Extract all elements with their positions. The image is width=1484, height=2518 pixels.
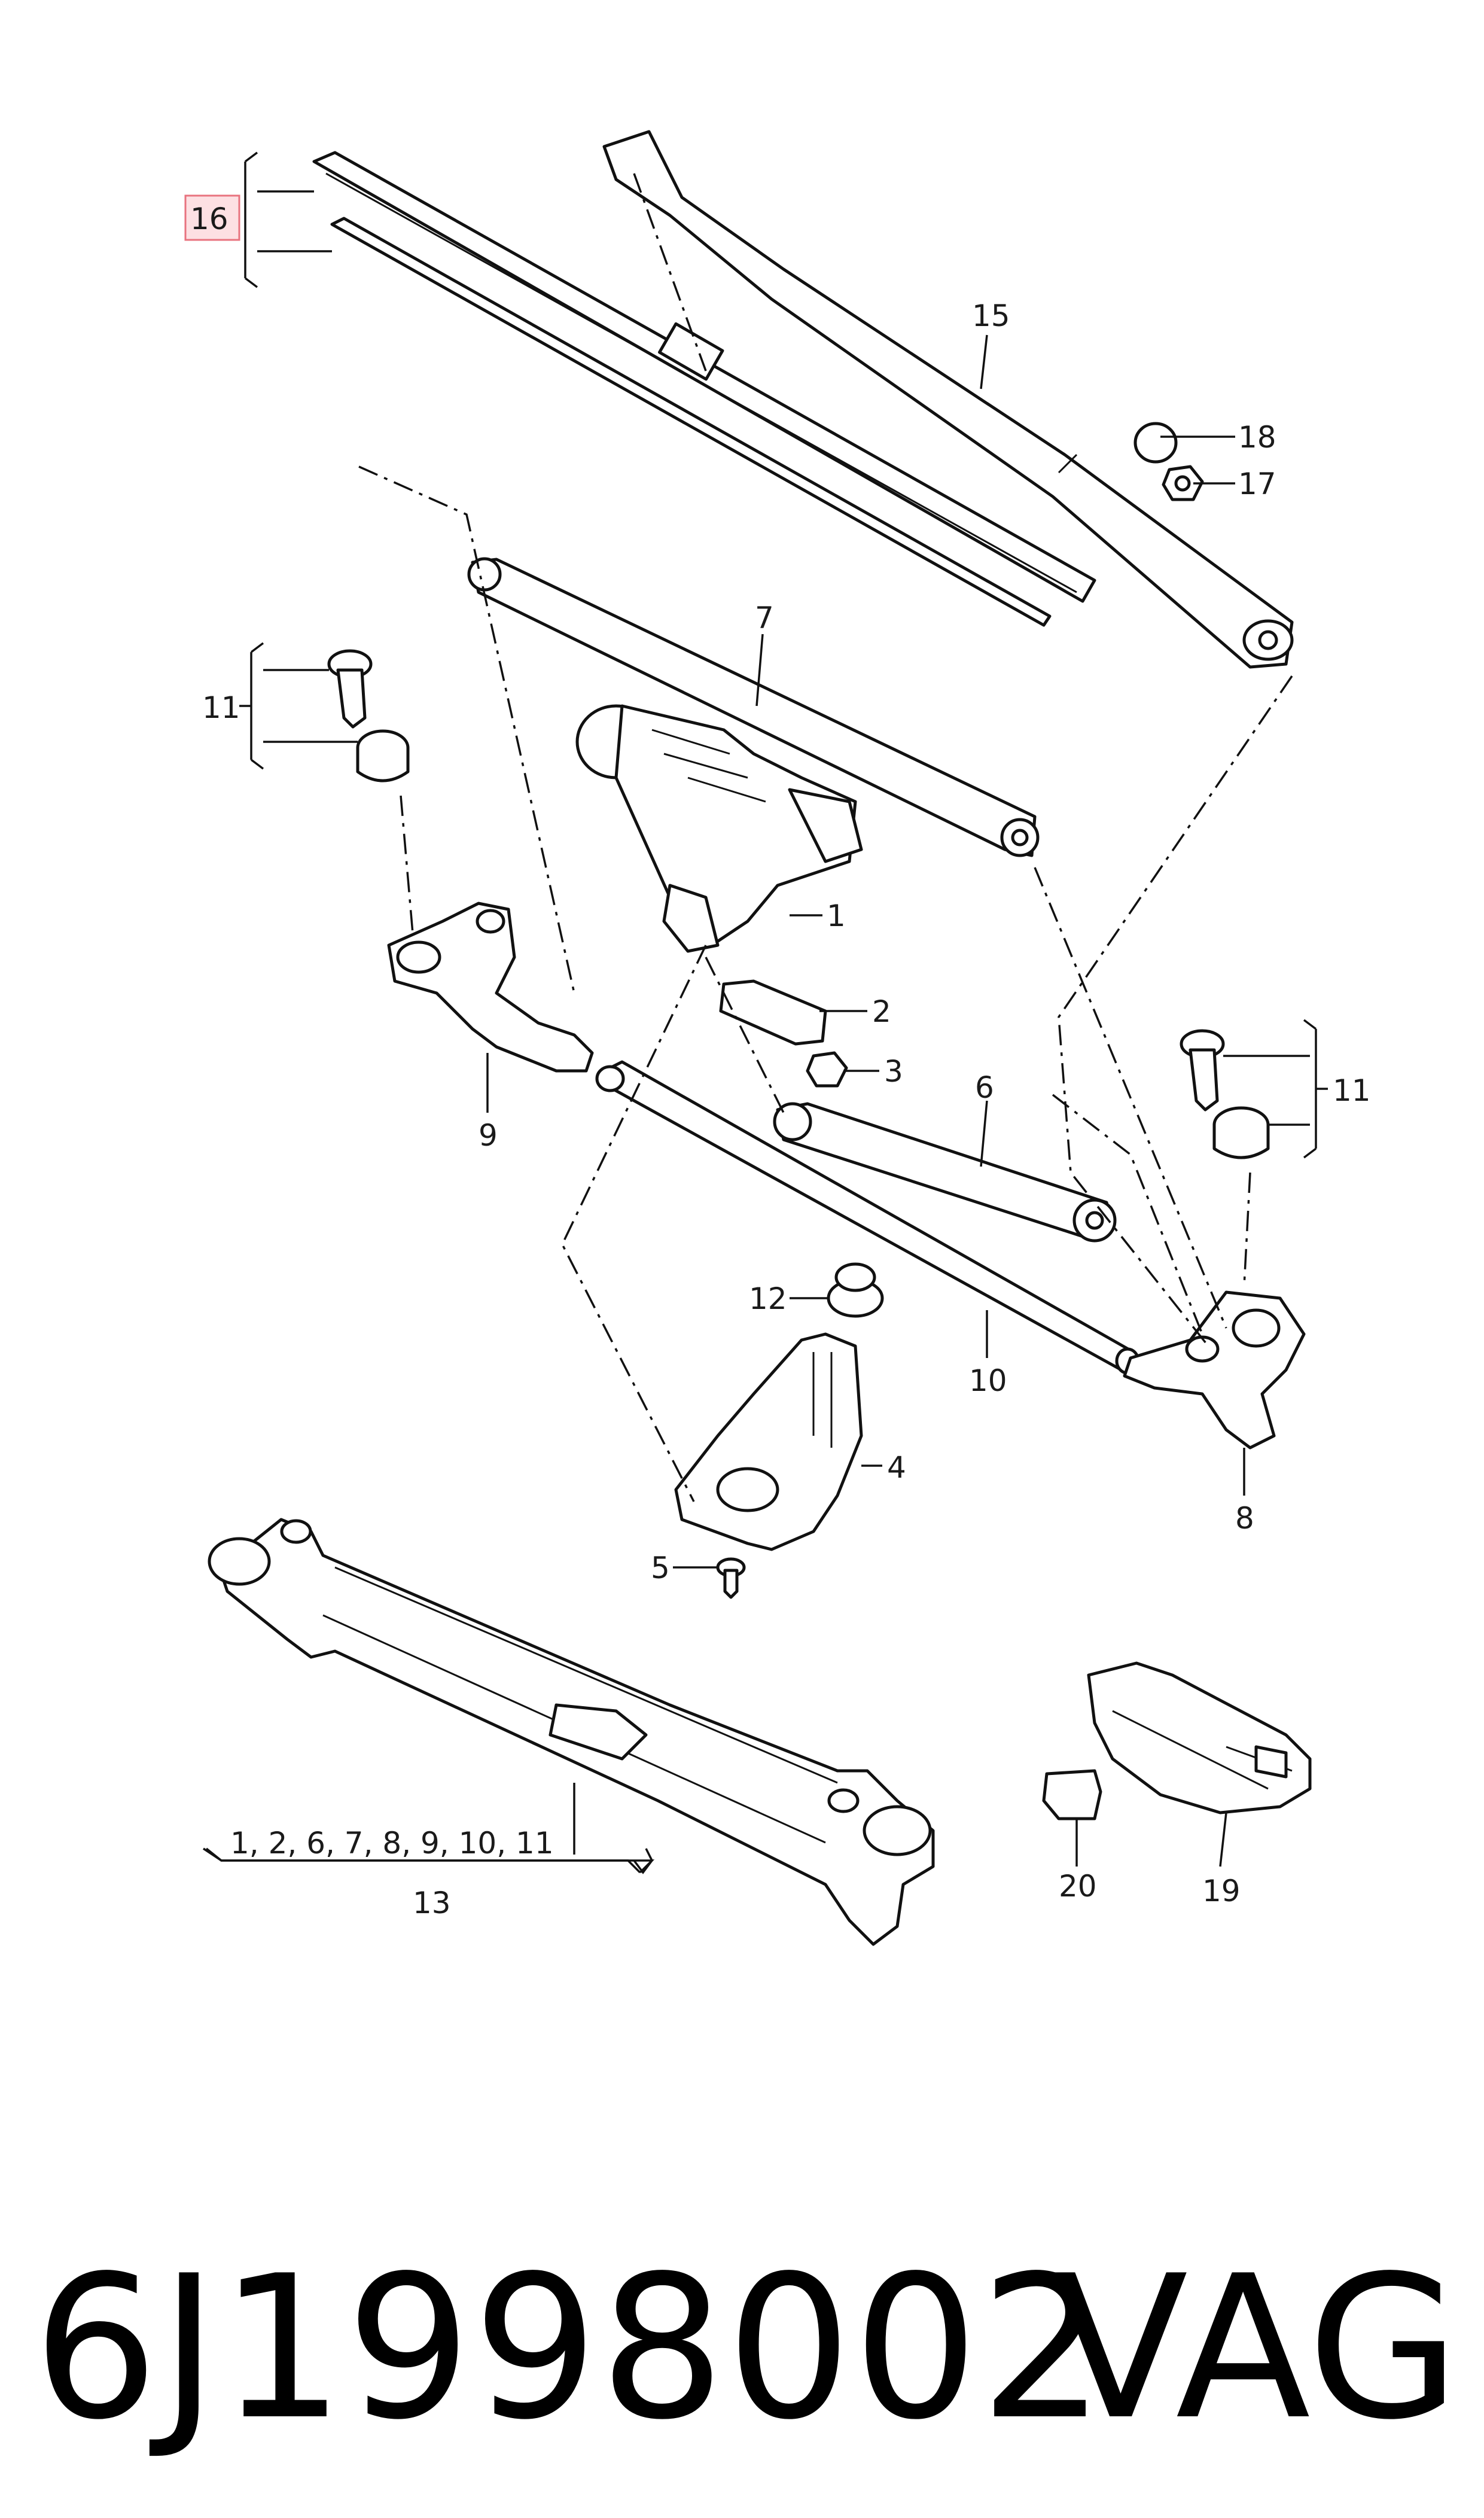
screw-5 (716, 1557, 746, 1599)
callout-9: 9 (479, 1118, 498, 1153)
brand-name: VAG (1053, 2233, 1460, 2463)
wiper-blade (312, 151, 1096, 627)
bracket-4 (674, 1332, 863, 1551)
callout-17: 17 (1238, 467, 1276, 501)
callout-16: 16 (190, 202, 228, 236)
wiper-frame-13 (208, 1518, 935, 1946)
pivot-9 (387, 902, 594, 1073)
callout-labels: 16 15 18 17 7 11 1 2 3 6 11 9 12 10 4 8 … (184, 194, 1371, 1920)
bracket-2 (719, 979, 827, 1046)
callout-20: 20 (1059, 1869, 1097, 1904)
leader-lines (203, 151, 1328, 1874)
callout-6: 6 (975, 1070, 994, 1105)
callout-13: 13 (413, 1886, 451, 1920)
callout-13-list: 1, 2, 6, 7, 8, 9, 10, 11 (230, 1826, 554, 1861)
pivot-8 (1123, 1290, 1306, 1450)
wiper-assembly-diagram: 16 15 18 17 7 11 1 2 3 6 11 9 12 10 4 8 … (184, 130, 1371, 1946)
bolt-11-left (327, 649, 373, 729)
highlight-box-16 (184, 194, 240, 241)
cap-18 (1133, 422, 1178, 464)
callout-2: 2 (872, 994, 891, 1029)
assembly-lines (358, 173, 1293, 1502)
nut-3 (806, 1051, 848, 1088)
bolt-11-right (1180, 1029, 1225, 1112)
callout-15: 15 (972, 299, 1010, 333)
nut-17 (1162, 465, 1204, 501)
callout-4: 4 (887, 1450, 906, 1485)
callout-12: 12 (749, 1281, 787, 1316)
callout-19: 19 (1202, 1874, 1241, 1908)
callout-8: 8 (1235, 1501, 1254, 1536)
callout-5: 5 (651, 1551, 670, 1585)
grommet-11-left (356, 729, 410, 783)
callout-11-right: 11 (1333, 1073, 1371, 1108)
linkage-rod-6 (773, 1102, 1117, 1243)
wiper-arm (602, 130, 1294, 669)
callout-10: 10 (969, 1363, 1007, 1398)
linkage-rod-7 (467, 557, 1040, 857)
grommet-12 (827, 1262, 884, 1318)
callout-1: 1 (827, 899, 846, 933)
callout-18: 18 (1238, 420, 1276, 455)
callout-11-left: 11 (202, 690, 240, 725)
wiper-motor (575, 704, 863, 953)
grommet-11-right (1212, 1106, 1270, 1159)
sensor-19 (1087, 1661, 1312, 1814)
part-number: 6J1998002 (33, 2233, 1107, 2463)
connector-20 (1042, 1769, 1102, 1820)
callout-7: 7 (755, 601, 774, 635)
callout-3: 3 (884, 1054, 903, 1089)
